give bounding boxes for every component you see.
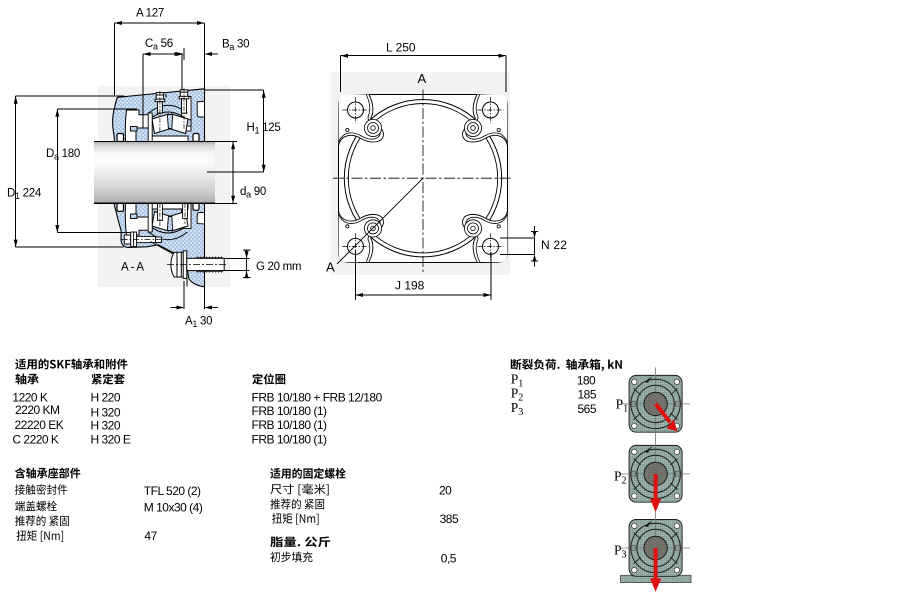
svg-text:Ba 30: Ba 30 — [222, 39, 249, 53]
svg-text:A: A — [326, 260, 335, 275]
svg-text:C 2220 K: C 2220 K — [12, 432, 59, 446]
svg-text:385: 385 — [440, 512, 459, 526]
svg-text:M 10x30 (4): M 10x30 (4) — [144, 500, 203, 514]
svg-text:H 320 E: H 320 E — [91, 432, 131, 446]
svg-text:N 22: N 22 — [541, 238, 567, 252]
svg-text:20: 20 — [439, 483, 452, 497]
svg-text:Ca 56: Ca 56 — [145, 38, 173, 52]
svg-text:D1 224: D1 224 — [7, 188, 42, 202]
svg-text:A - A: A - A — [121, 262, 144, 274]
svg-text:A1 30: A1 30 — [185, 316, 212, 330]
svg-text:H 220: H 220 — [91, 390, 121, 404]
svg-text:2220 KM: 2220 KM — [15, 403, 60, 417]
svg-text:565: 565 — [578, 402, 597, 416]
svg-text:47: 47 — [144, 529, 157, 543]
svg-text:Da 180: Da 180 — [46, 148, 80, 162]
svg-text:1220 K: 1220 K — [12, 390, 48, 404]
svg-text:G 20 mm: G 20 mm — [256, 261, 301, 273]
svg-text:J 198: J 198 — [395, 279, 425, 293]
svg-text:22220 EK: 22220 EK — [15, 418, 64, 432]
svg-text:H1 125: H1 125 — [247, 122, 281, 136]
svg-text:FRB 10/180 (1): FRB 10/180 (1) — [252, 432, 328, 446]
svg-text:FRB 10/180 (1): FRB 10/180 (1) — [252, 418, 328, 432]
svg-text:0,5: 0,5 — [441, 551, 457, 565]
svg-text:H 320: H 320 — [91, 405, 121, 419]
svg-text:A 127: A 127 — [136, 8, 164, 20]
svg-text:L 250: L 250 — [386, 41, 416, 55]
svg-text:180: 180 — [577, 374, 596, 388]
svg-text:da 90: da 90 — [240, 186, 266, 200]
svg-text:A: A — [418, 71, 427, 86]
svg-text:185: 185 — [578, 388, 597, 402]
svg-text:H 320: H 320 — [91, 418, 121, 432]
svg-text:TFL 520 (2): TFL 520 (2) — [144, 484, 201, 498]
svg-text:FRB 10/180 (1): FRB 10/180 (1) — [252, 404, 328, 418]
svg-text:FRB 10/180 + FRB 12/180: FRB 10/180 + FRB 12/180 — [252, 390, 383, 404]
